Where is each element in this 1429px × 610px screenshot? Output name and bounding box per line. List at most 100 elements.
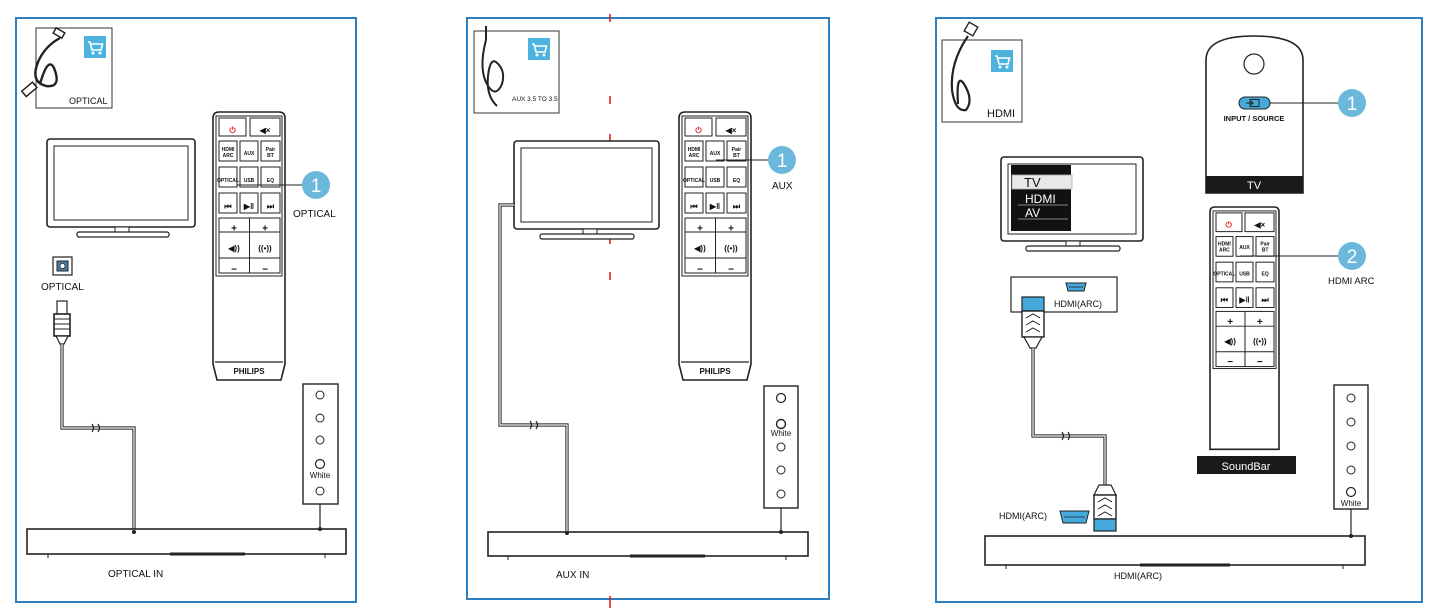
tv-hdmi-port-label: HDMI(ARC) bbox=[1054, 299, 1102, 309]
hdmi-cable-line bbox=[1031, 348, 1107, 485]
soundbar-remote[interactable] bbox=[1209, 206, 1280, 451]
aux-soundbar bbox=[487, 530, 809, 560]
hdmi-tv: TV HDMI AV bbox=[1000, 156, 1144, 252]
aux-cable-icon bbox=[481, 26, 505, 107]
hdmi-led-strip: White bbox=[1333, 384, 1369, 534]
remote-button-label: EQ bbox=[733, 178, 740, 184]
hdmi-plug-bottom bbox=[1093, 484, 1117, 532]
hdmi-soundbar bbox=[984, 534, 1366, 569]
remote-button-label: ◀)) bbox=[693, 244, 706, 253]
hdmi-step2-number: 2 bbox=[1347, 247, 1358, 268]
hdmi-plug-top bbox=[1021, 296, 1045, 349]
input-source-icon bbox=[1246, 99, 1260, 107]
remote-button-label: EQ bbox=[267, 178, 274, 184]
remote-button-label: ◀)) bbox=[1223, 337, 1236, 346]
shopping-cart-icon[interactable] bbox=[83, 35, 107, 59]
optical-in-label: OPTICAL IN bbox=[108, 569, 163, 580]
soundbar-remote-band bbox=[1197, 456, 1296, 474]
tv-menu-item-tv: TV bbox=[1024, 175, 1041, 190]
optical-step-label: OPTICAL bbox=[293, 209, 336, 220]
remote-button-label: ▶‖ bbox=[243, 202, 254, 211]
remote-button-label: ⏻ bbox=[229, 126, 236, 135]
aux-led-strip: White bbox=[763, 385, 799, 530]
remote-button-label: ((•)) bbox=[258, 244, 272, 253]
hdmi-step1-marker: 1 bbox=[1270, 89, 1366, 117]
remote-button-label: ◀× bbox=[259, 126, 271, 135]
optical-plug bbox=[53, 300, 71, 345]
optical-cable-icon bbox=[20, 26, 66, 98]
aux-tv bbox=[513, 140, 660, 240]
hdmi-step2-label: HDMI ARC bbox=[1328, 276, 1375, 287]
remote-button-label: USB bbox=[710, 178, 721, 184]
aux-step-number: 1 bbox=[777, 151, 788, 172]
remote-button-label: AUX bbox=[244, 151, 255, 157]
remote-brand-label: PHILIPS bbox=[699, 367, 731, 376]
aux-light-label: White bbox=[771, 429, 792, 438]
remote-button-label: ▶‖ bbox=[709, 202, 720, 211]
soundbar-remote-brand: SoundBar bbox=[1222, 461, 1271, 473]
remote-button-label: AUX bbox=[710, 151, 721, 157]
remote-button-label: − bbox=[262, 265, 268, 276]
aux-cable-line bbox=[498, 203, 569, 531]
remote-button-label: + bbox=[697, 224, 703, 235]
remote-button-label: + bbox=[1257, 317, 1263, 328]
tv-optical-port-label: OPTICAL bbox=[41, 282, 84, 293]
optical-port-icon bbox=[52, 256, 73, 276]
remote-button-label: AUX bbox=[1239, 245, 1250, 251]
remote-button-label: + bbox=[231, 224, 237, 235]
remote-button-label: ◀)) bbox=[227, 244, 240, 253]
aux-cable-label: AUX 3.5 TO 3.5 bbox=[512, 96, 558, 103]
soundbar-hdmi-port-label: HDMI(ARC) bbox=[999, 511, 1047, 521]
remote-button-label: ((•)) bbox=[724, 244, 738, 253]
optical-cable-label: OPTICAL bbox=[69, 96, 108, 106]
remote-brand-label: PHILIPS bbox=[233, 367, 265, 376]
shopping-cart-icon[interactable] bbox=[527, 37, 551, 61]
remote-button-label: − bbox=[728, 265, 734, 276]
optical-cable-card: OPTICAL bbox=[20, 26, 113, 109]
optical-tv bbox=[46, 138, 196, 238]
remote-button-label: ▶‖ bbox=[1238, 295, 1249, 304]
remote-button-label: USB bbox=[244, 178, 255, 184]
remote-button-label: OPTICAL bbox=[1213, 272, 1235, 278]
remote-button-label: − bbox=[1257, 357, 1263, 368]
remote-button-label: ⏭ bbox=[1262, 295, 1270, 304]
tv-menu-item-hdmi: HDMI bbox=[1025, 192, 1056, 206]
remote-button-label: ⏻ bbox=[1226, 221, 1233, 230]
hdmi-cable-icon bbox=[950, 21, 979, 112]
aux-in-label: AUX IN bbox=[556, 570, 589, 581]
tv-remote-brand: TV bbox=[1247, 180, 1262, 192]
aux-step-marker: 1 AUX bbox=[716, 146, 796, 192]
remote-button-label: ⏮ bbox=[224, 202, 231, 211]
tv-menu-item-av: AV bbox=[1025, 206, 1040, 220]
optical-panel bbox=[15, 17, 357, 603]
remote-button-label: USB bbox=[1239, 272, 1250, 278]
optical-step-marker: 1 OPTICAL bbox=[237, 171, 336, 220]
remote-button-label: ⏮ bbox=[690, 202, 697, 211]
optical-led-strip: White bbox=[302, 383, 339, 527]
remote-button-label: OPTICAL bbox=[217, 178, 239, 184]
optical-light-label: White bbox=[310, 471, 331, 480]
shopping-cart-icon[interactable] bbox=[990, 49, 1014, 73]
hdmi-arc-input-label: HDMI(ARC) bbox=[1114, 571, 1162, 581]
remote-button-label: ⏮ bbox=[1221, 295, 1228, 304]
remote-button-label: − bbox=[231, 265, 237, 276]
hdmi-cable-label: HDMI bbox=[987, 108, 1015, 120]
hdmi-step1-number: 1 bbox=[1347, 94, 1358, 115]
remote-button-label: − bbox=[697, 265, 703, 276]
remote-button-label: + bbox=[1227, 317, 1233, 328]
hdmi-cable-card: HDMI bbox=[941, 21, 1023, 123]
input-source-label: INPUT / SOURCE bbox=[1224, 114, 1285, 123]
remote-button-label: EQ bbox=[1261, 272, 1268, 278]
optical-step-number: 1 bbox=[311, 176, 322, 197]
hdmi-light-label: White bbox=[1341, 499, 1362, 508]
remote-button-label: ⏻ bbox=[695, 126, 702, 135]
tv-remote[interactable]: INPUT / SOURCE TV bbox=[1205, 35, 1304, 194]
remote-button-label: ◀× bbox=[1253, 221, 1265, 230]
